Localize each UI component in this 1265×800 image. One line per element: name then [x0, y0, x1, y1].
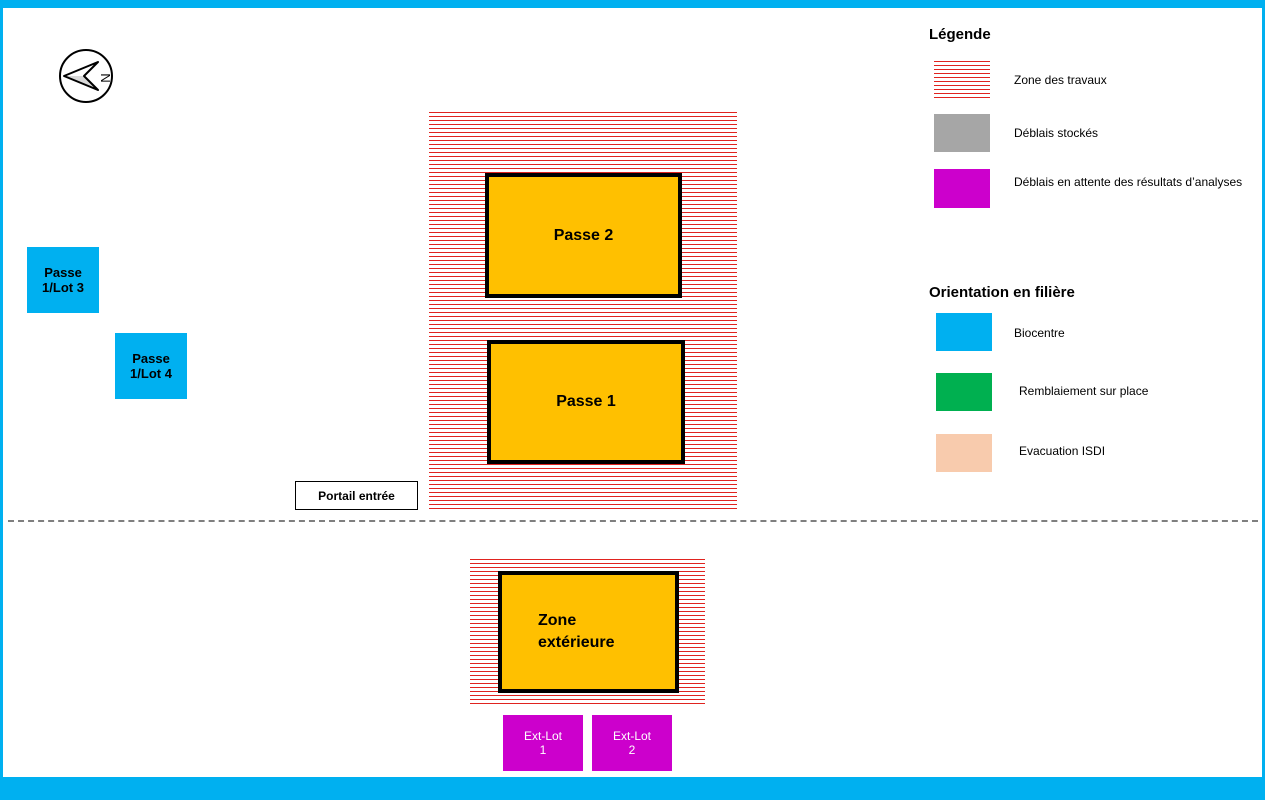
ext-lot-1: Ext-Lot 1	[503, 715, 583, 771]
entry-gate-label: Portail entrée	[318, 488, 395, 503]
orientation-title: Orientation en filière	[929, 284, 1075, 301]
north-arrow-compass: N	[52, 48, 120, 104]
entry-gate: Portail entrée	[295, 481, 418, 510]
ext-lot-1-label: Ext-Lot 1	[523, 729, 562, 757]
legend-label-zone-travaux: Zone des travaux	[1014, 73, 1107, 87]
legend-swatch-deblais-attente	[934, 169, 990, 208]
frame-top-border	[0, 0, 1265, 8]
site-boundary-divider	[8, 520, 1258, 522]
legend-label-biocentre: Biocentre	[1014, 326, 1065, 340]
pit-zone-exterieure: Zone extérieure	[498, 571, 679, 693]
legend-label-deblais-stockes: Déblais stockés	[1014, 126, 1099, 140]
compass-icon: N	[59, 49, 113, 103]
legend-label-remblaiement: Remblaiement sur place	[1019, 384, 1149, 398]
lot-4-label: Passe 1/Lot 4	[130, 351, 172, 381]
legend-swatch-deblais-stockes	[934, 114, 990, 152]
frame-bottom-border	[0, 777, 1265, 800]
compass-label: N	[98, 73, 113, 82]
ext-lot-2: Ext-Lot 2	[592, 715, 672, 771]
pit-passe-1: Passe 1	[487, 340, 685, 464]
frame-right-border	[1262, 0, 1265, 800]
frame-left-border	[0, 0, 3, 800]
legend-swatch-zone-travaux	[934, 61, 990, 101]
ext-lot-2-label: Ext-Lot 2	[612, 729, 651, 757]
pit-passe-2: Passe 2	[485, 173, 682, 298]
legend-title: Légende	[929, 26, 991, 43]
legend-swatch-evacuation-isdi	[936, 434, 992, 472]
pit-passe-1-label: Passe 1	[556, 393, 616, 410]
lot-3-label: Passe 1/Lot 3	[42, 265, 84, 295]
zone-exterieure-label: Zone extérieure	[538, 612, 615, 651]
legend-label-deblais-attente: Déblais en attente des résultats d’analy…	[1014, 175, 1243, 189]
lot-passe-1-lot-4: Passe 1/Lot 4	[115, 333, 187, 399]
lot-passe-1-lot-3: Passe 1/Lot 3	[27, 247, 99, 313]
legend-swatch-remblaiement	[936, 373, 992, 411]
legend-swatch-biocentre	[936, 313, 992, 351]
legend-label-evacuation-isdi: Evacuation ISDI	[1019, 444, 1106, 458]
pit-passe-2-label: Passe 2	[553, 226, 614, 244]
